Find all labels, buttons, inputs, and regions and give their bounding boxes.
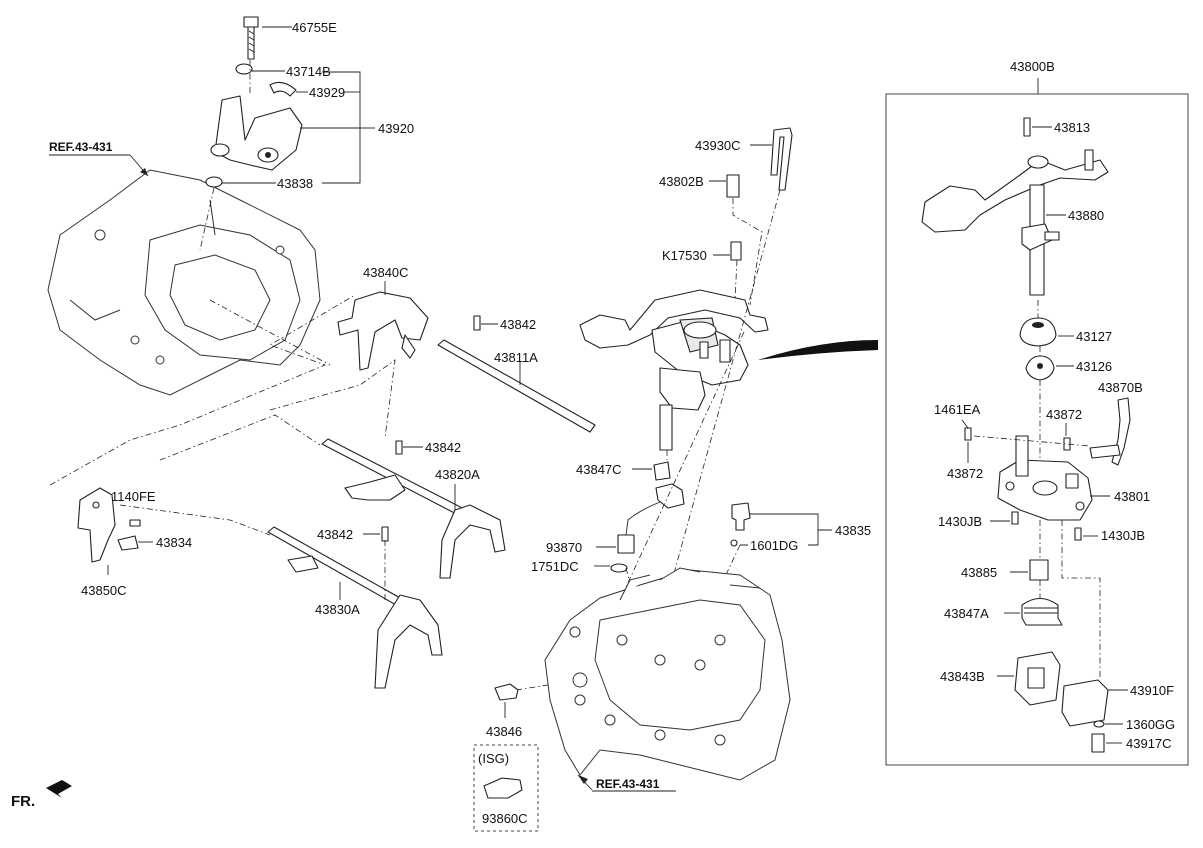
sensor-93860c [483,777,523,799]
boot-43847a [1021,597,1063,626]
label-43813: 43813 [1054,120,1090,135]
label-1751dc: 1751DC [531,559,579,574]
reference-arrowhead-upper [140,168,148,176]
label-43127: 43127 [1076,329,1112,344]
shift-fork-43840c [337,291,429,371]
front-direction-label: FR. [11,793,35,810]
bolt-1430jb-b [1074,527,1082,541]
label-43838: 43838 [277,176,313,191]
label-43872-b: 43872 [947,466,983,481]
label-43842-b: 43842 [425,440,461,455]
bracket-43850c [77,487,116,563]
reference-label-upper: REF.43-431 [49,140,113,154]
bushing-43838 [205,176,223,188]
label-43880: 43880 [1068,208,1104,223]
label-43846: 43846 [486,724,522,739]
isg-label: (ISG) [478,751,509,766]
label-43830a: 43830A [315,602,360,617]
label-1360gg: 1360GG [1126,717,1175,732]
pin-1461ea [964,427,972,441]
label-43126: 43126 [1076,359,1112,374]
label-43847c: 43847C [576,462,622,477]
label-43872-a: 43872 [1046,407,1082,422]
bushing-43885 [1029,559,1049,581]
label-43811a: 43811A [494,350,538,365]
bolt-1140fe [129,519,141,527]
label-43801: 43801 [1114,489,1150,504]
label-1601dg: 1601DG [750,538,798,553]
label-43885: 43885 [961,565,997,580]
zoom-pointer-wedge [758,340,878,360]
bolt-43802b [726,174,740,198]
front-direction-arrow-icon [46,780,72,798]
seal-43847c [653,461,671,481]
shift-housing-43801 [997,435,1093,521]
clip-43929 [269,81,297,97]
wire-clip-43930c [770,127,793,191]
label-43834: 43834 [156,535,192,550]
label-43930c: 43930C [695,138,741,153]
transmission-housing-left [47,169,321,396]
transmission-housing-center [544,567,791,781]
label-43920: 43920 [378,121,414,136]
rod-43811a [437,339,596,433]
plug-43835 [731,502,751,531]
label-43802b: 43802B [659,174,704,189]
assembly-detail-box [885,93,1189,766]
boot-43127 [1019,317,1057,347]
bracket-43920 [210,95,303,171]
label-1461ea: 1461EA [934,402,981,417]
washer-43714b [235,63,253,75]
label-43842-c: 43842 [317,527,353,542]
label-93860c: 93860C [482,811,528,826]
label-43850c: 43850C [81,583,127,598]
label-43800b: 43800B [1010,59,1055,74]
label-43842-a: 43842 [500,317,536,332]
label-43917c: 43917C [1126,736,1172,751]
bolt-43917c [1091,733,1105,753]
select-lever-43880 [921,149,1109,296]
reference-arrowhead-lower [578,775,588,784]
plug-43846 [494,683,519,701]
label-43870b: 43870B [1098,380,1143,395]
label-46755e: 46755E [292,20,337,35]
label-43843b: 43843B [940,669,985,684]
isg-option-box [473,744,539,832]
pin-43813 [1023,117,1031,137]
label-43929: 43929 [309,85,345,100]
ring-1751dc [610,563,628,573]
bracket-43910f [1061,679,1109,727]
washer-1601dg [730,539,738,547]
bolt-46755e [243,16,259,60]
clip-43834 [117,535,139,551]
bolt-1430jb-a [1011,511,1019,525]
label-k17530: K17530 [662,248,707,263]
pin-k17530 [730,241,742,261]
shift-rod-fork-43830a [267,526,443,689]
shift-lever-tower [579,289,769,451]
label-1430jb-b: 1430JB [1101,528,1145,543]
label-43847a: 43847A [944,606,989,621]
label-43714b: 43714B [286,64,331,79]
reference-label-lower: REF.43-431 [596,777,660,791]
washer-1360gg [1093,720,1105,728]
label-43910f: 43910F [1130,683,1174,698]
shift-rod-fork-43820a [321,438,506,579]
label-1140fe: 1140FE [111,489,156,504]
label-1430jb-a: 1430JB [938,514,982,529]
label-43835: 43835 [835,523,871,538]
label-43820a: 43820A [435,467,480,482]
pin-43842-a [473,315,481,331]
pin-43842-c [381,526,389,542]
label-43840c: 43840C [363,265,409,280]
pin-43842-b [395,440,403,455]
sensor-93870 [617,483,685,554]
label-93870: 93870 [546,540,582,555]
